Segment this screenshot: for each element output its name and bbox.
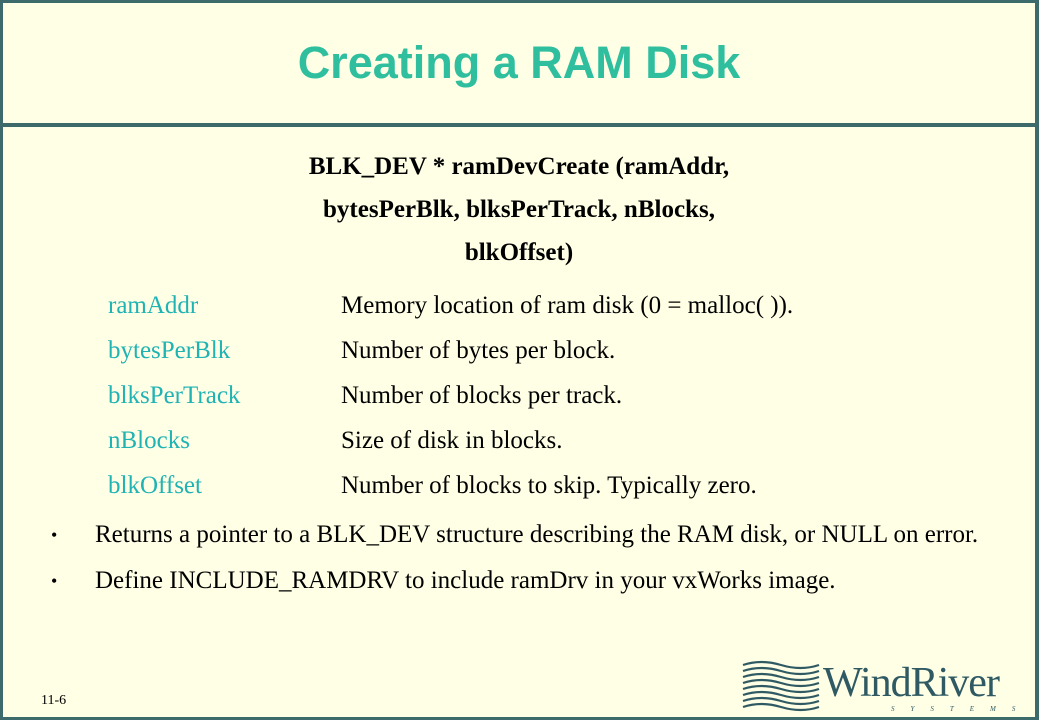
param-name: bytesPerBlk — [108, 337, 231, 364]
param-row: ramAddr Memory location of ram disk (0 =… — [108, 283, 793, 328]
param-row: nBlocks Size of disk in blocks. — [108, 418, 793, 463]
param-desc: Number of blocks to skip. Typically zero… — [341, 472, 757, 499]
function-signature: BLK_DEV * ramDevCreate (ramAddr, bytesPe… — [3, 145, 1035, 274]
logo-subtitle: SYSTEMS — [891, 705, 1032, 713]
title-bar: Creating a RAM Disk — [3, 3, 1035, 127]
param-row: blksPerTrack Number of blocks per track. — [108, 373, 793, 418]
param-row: bytesPerBlk Number of bytes per block. — [108, 328, 793, 373]
bullet-icon: • — [51, 525, 58, 545]
bullet-icon: • — [51, 571, 58, 591]
param-row: blkOffset Number of blocks to skip. Typi… — [108, 463, 793, 508]
logo-wordmark: WindRiver — [823, 660, 1000, 706]
bullet-item: • Returns a pointer to a BLK_DEV structu… — [51, 515, 1031, 555]
bullet-text: Define INCLUDE_RAMDRV to include ramDrv … — [95, 567, 836, 594]
param-desc: Number of bytes per block. — [341, 337, 616, 364]
page-number: 11-6 — [41, 693, 67, 708]
parameter-list: ramAddr Memory location of ram disk (0 =… — [108, 283, 793, 508]
signature-line: BLK_DEV * ramDevCreate (ramAddr, — [308, 153, 730, 180]
param-desc: Memory location of ram disk (0 = malloc(… — [341, 292, 794, 319]
param-name: blksPerTrack — [108, 382, 241, 409]
wave-logo-icon — [742, 660, 820, 712]
bullet-list: • Returns a pointer to a BLK_DEV structu… — [51, 515, 1031, 607]
slide-title: Creating a RAM Disk — [297, 37, 741, 88]
param-desc: Size of disk in blocks. — [341, 427, 563, 454]
param-desc: Number of blocks per track. — [341, 382, 623, 409]
signature-line: blkOffset) — [464, 239, 574, 266]
param-name: blkOffset — [108, 472, 202, 499]
bullet-text: Returns a pointer to a BLK_DEV structure… — [95, 521, 979, 548]
param-name: ramAddr — [108, 292, 199, 319]
bullet-item: • Define INCLUDE_RAMDRV to include ramDr… — [51, 565, 1031, 597]
param-name: nBlocks — [108, 427, 190, 454]
windriver-logo: WindRiver SYSTEMS — [741, 655, 1031, 717]
signature-line: bytesPerBlk, blksPerTrack, nBlocks, — [323, 196, 715, 223]
